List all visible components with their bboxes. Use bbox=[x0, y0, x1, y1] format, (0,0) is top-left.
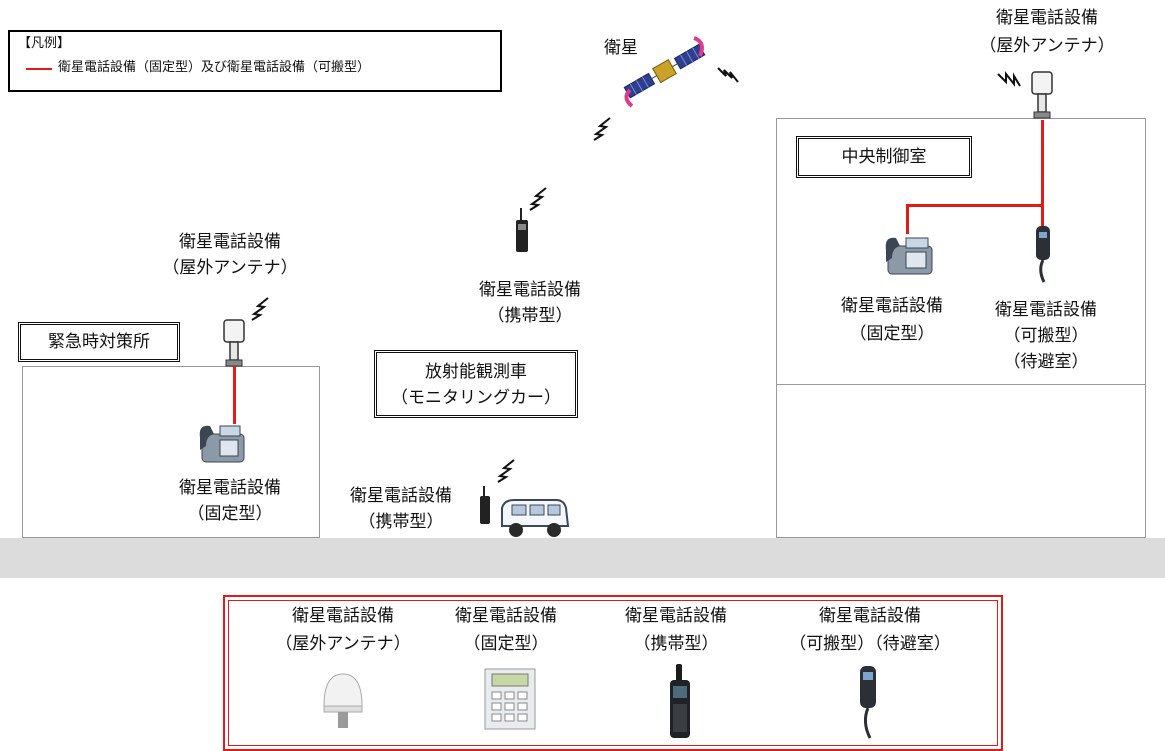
control-cable-horizontal bbox=[906, 204, 1044, 207]
photo-antenna-label-1: 衛星電話設備 bbox=[292, 606, 394, 626]
car-phone-label-1: 衛星電話設備 bbox=[350, 486, 452, 506]
ground bbox=[0, 538, 1165, 578]
emergency-fixed-phone-icon bbox=[199, 425, 245, 463]
control-room-name-box: 中央制御室 bbox=[796, 136, 972, 178]
control-antenna-icon bbox=[1031, 71, 1053, 119]
emergency-center-name-box: 緊急時対策所 bbox=[18, 322, 180, 362]
control-fixed-label-2: （固定型） bbox=[849, 324, 935, 344]
control-portable-handset-icon bbox=[1036, 226, 1050, 283]
legend: 【凡例】 衛星電話設備（固定型）及び衛星電話設備（可搬型） bbox=[8, 30, 502, 92]
legend-red-line bbox=[26, 68, 52, 70]
control-fixed-phone-icon bbox=[885, 237, 933, 275]
satellite-icon bbox=[623, 36, 706, 108]
monitoring-car-subtitle: （モニタリングカー） bbox=[391, 388, 561, 408]
signal-icon-emergency-antenna bbox=[251, 297, 269, 321]
control-room-building-lower bbox=[776, 384, 1146, 538]
control-cable-vertical bbox=[1041, 120, 1044, 228]
emergency-antenna-icon bbox=[223, 319, 245, 367]
monitoring-car-title: 放射能観測車 bbox=[425, 362, 527, 382]
middle-handheld-phone-icon bbox=[516, 208, 528, 252]
photo-fixed-label-1: 衛星電話設備 bbox=[455, 606, 557, 626]
signal-icon-satellite-right bbox=[717, 67, 739, 83]
photo-antenna-label-2: （屋外アンテナ） bbox=[275, 634, 411, 654]
control-antenna-label-1: 衛星電話設備 bbox=[996, 8, 1098, 28]
control-cable-to-fixed bbox=[906, 204, 909, 234]
control-portable-label-1: 衛星電話設備 bbox=[995, 300, 1097, 320]
emergency-center-building bbox=[22, 366, 320, 538]
antenna-dome-icon bbox=[323, 673, 363, 728]
handheld-phone-icon bbox=[670, 664, 690, 738]
signal-icon-control-antenna bbox=[997, 71, 1021, 87]
middle-portable-label-2: （携帯型） bbox=[487, 306, 573, 326]
photo-handheld-label-2: （携帯型） bbox=[633, 634, 719, 654]
portable-handset-icon bbox=[860, 666, 876, 739]
car-handheld-phone-icon bbox=[480, 486, 490, 524]
emergency-center-name: 緊急時対策所 bbox=[48, 332, 150, 352]
emergency-antenna-label-1: 衛星電話設備 bbox=[179, 232, 281, 252]
signal-icon-middle-portable bbox=[529, 187, 547, 211]
emergency-antenna-label-2: （屋外アンテナ） bbox=[162, 258, 298, 278]
fixed-phone-icon bbox=[484, 668, 536, 730]
monitoring-car-icon bbox=[501, 499, 570, 537]
emergency-phone-label-1: 衛星電話設備 bbox=[179, 478, 281, 498]
monitoring-car-box: 放射能観測車 （モニタリングカー） bbox=[374, 350, 578, 418]
emergency-phone-label-2: （固定型） bbox=[187, 504, 273, 524]
photo-portable-label-1: 衛星電話設備 bbox=[819, 606, 921, 626]
control-antenna-label-2: （屋外アンテナ） bbox=[979, 36, 1115, 56]
control-portable-label-2: （可搬型） bbox=[1003, 326, 1089, 346]
middle-portable-label-1: 衛星電話設備 bbox=[479, 280, 581, 300]
car-phone-label-2: （携帯型） bbox=[358, 512, 444, 532]
control-portable-label-3: （待避室） bbox=[1003, 352, 1089, 372]
satellite-label: 衛星 bbox=[604, 38, 638, 58]
emergency-cable bbox=[233, 366, 236, 424]
signal-icon-car bbox=[497, 459, 515, 483]
control-fixed-label-1: 衛星電話設備 bbox=[841, 296, 943, 316]
photo-handheld-label-1: 衛星電話設備 bbox=[625, 606, 727, 626]
equipment-photo-panel bbox=[223, 595, 1003, 751]
legend-title: 【凡例】 bbox=[18, 36, 71, 51]
signal-icon-satellite-down bbox=[593, 117, 611, 141]
photo-fixed-label-2: （固定型） bbox=[463, 634, 549, 654]
legend-item-text: 衛星電話設備（固定型）及び衛星電話設備（可搬型） bbox=[58, 60, 371, 75]
control-room-name: 中央制御室 bbox=[841, 147, 927, 167]
photo-portable-label-2: （可搬型）（待避室） bbox=[789, 634, 951, 654]
